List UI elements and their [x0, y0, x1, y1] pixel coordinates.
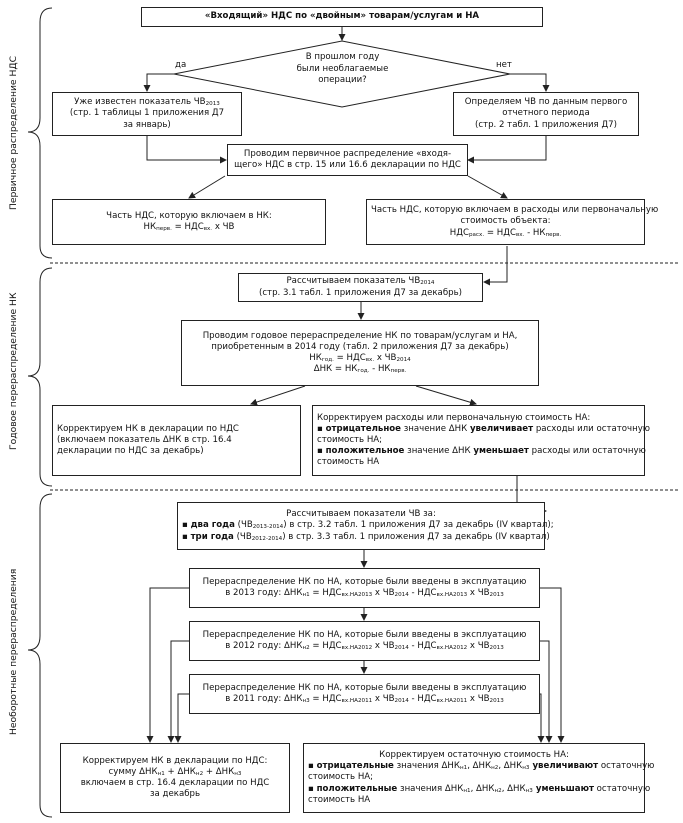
expense-part-box: Часть НДС, которую включаем в расходы ил…: [366, 199, 659, 245]
calc-cv2014-line-2: (стр. 3.1 табл. 1 приложения Д7 за декаб…: [258, 287, 462, 298]
redistribution-2013-box: Перераспределение НК по НА, которые были…: [189, 568, 540, 608]
redistribution-2011-line-1: Перераспределение НК по НА, которые были…: [202, 682, 527, 693]
define-cv-line-3: (стр. 2 табл. 1 приложения Д7): [474, 119, 617, 130]
decision-diamond: [173, 40, 511, 108]
correct-nk-annual-line-3: декларации по НДС за декабрь): [57, 446, 204, 457]
correct-expenses-bullet-2-cont: стоимость НА: [317, 457, 380, 468]
correct-residual-bullet-2-cont: стоимость НА: [308, 794, 371, 805]
correct-expenses-bullet-1: ▪ отрицательное значение ΔНК увеличивает…: [317, 423, 651, 434]
section-label-primary: Первичное распределение НДС: [8, 56, 19, 210]
correct-nk-irreversible-line-1: Корректируем НК в декларации по НДС:: [82, 755, 268, 766]
section-label-irreversible: Необоротные перераспределения: [8, 568, 19, 735]
section-bracket-primary: [27, 7, 53, 259]
known-cv-line-1: Уже известен показатель ЧВ2013: [74, 97, 220, 108]
redistribution-2012-formula: в 2012 году: ΔНКн2 = НДСвх.НА2012 х ЧВ20…: [225, 641, 504, 651]
section-label-annual: Годовое перераспределение НК: [8, 292, 19, 450]
redistribution-2012-line-1: Перераспределение НК по НА, которые были…: [202, 629, 527, 640]
input-vat-title: «Входящий» НДС по «двойным» товарам/услу…: [204, 11, 480, 22]
yes-label: да: [175, 60, 187, 70]
annual-redistribution-line-1: Проводим годовое перераспределение НК по…: [202, 330, 518, 341]
correct-residual-title: Корректируем остаточную стоимость НА:: [379, 750, 569, 761]
known-cv-line-3: за январь): [123, 119, 171, 130]
correct-nk-irreversible-line-3: включаем в стр. 16.4 декларации по НДС: [80, 778, 270, 788]
expense-part-line-2: стоимость объекта:: [460, 216, 551, 227]
redistribution-2013-formula: в 2013 году: ΔНКн1 = НДСвх.НА2013 х ЧВ20…: [225, 588, 504, 598]
calc-cv-multi-box: Рассчитываем показатели ЧВ за: ▪ два год…: [177, 502, 554, 550]
correct-residual-bullet-1: ▪ отрицательные значения ΔНКн1, ΔНКн2, Δ…: [308, 761, 655, 772]
input-vat-box: «Входящий» НДС по «двойным» товарам/услу…: [141, 7, 543, 27]
primary-distribution-line-1: Проводим первичное распределение «входя-: [243, 148, 452, 159]
expense-part-line-1: Часть НДС, которую включаем в расходы ил…: [371, 205, 659, 216]
decision-line-1: В прошлом году: [305, 52, 380, 62]
redistribution-2013-line-1: Перераспределение НК по НА, которые были…: [202, 576, 527, 587]
primary-distribution-line-2: щего» НДС в стр. 15 или 16.6 декларации …: [234, 160, 461, 170]
correct-expenses-box: Корректируем расходы или первоначальную …: [312, 405, 651, 476]
redistribution-2011-formula: в 2011 году: ΔНКн3 = НДСвх.НА2011 х ЧВ20…: [225, 694, 504, 704]
calc-cv-multi-bullet-1: ▪ два года (ЧВ2013-2014) в стр. 3.2 табл…: [182, 520, 554, 531]
correct-nk-annual-line-1: Корректируем НК в декларации по НДС: [57, 423, 239, 434]
annual-redistribution-line-2: приобретенным в 2014 году (табл. 2 прило…: [211, 341, 509, 352]
decision-line-3: операции?: [318, 75, 367, 86]
annual-formula-1: НКгод. = НДСвх. х ЧВ2014: [309, 353, 411, 363]
correct-residual-box: Корректируем остаточную стоимость НА: ▪ …: [303, 743, 655, 813]
annual-formula-2: ΔНК = НКгод. - НКперв.: [313, 364, 407, 375]
decision-line-2: были необлагаемые: [296, 63, 389, 74]
correct-nk-annual-box: Корректируем НК в декларации по НДС (вкл…: [52, 405, 301, 476]
define-cv-line-1: Определяем ЧВ по данным первого: [464, 97, 628, 108]
section-bracket-annual: [27, 267, 53, 487]
nk-part-formula: НКперв. = НДСвх. х ЧВ: [143, 222, 235, 232]
decision-question: В прошлом году были необлагаемые операци…: [255, 52, 430, 87]
section-bracket-irreversible: [27, 493, 53, 818]
nk-part-box: Часть НДС, которую включаем в НК: НКперв…: [52, 199, 326, 245]
define-cv-box: Определяем ЧВ по данным первого отчетног…: [453, 92, 639, 136]
annual-redistribution-box: Проводим годовое перераспределение НК по…: [181, 320, 539, 386]
correct-expenses-bullet-1-cont: стоимость НА;: [317, 434, 383, 445]
correct-expenses-title: Корректируем расходы или первоначальную …: [317, 412, 591, 423]
primary-distribution-box: Проводим первичное распределение «входя-…: [227, 144, 468, 176]
calc-cv-multi-title: Рассчитываем показатели ЧВ за:: [286, 509, 436, 520]
define-cv-line-2: отчетного периода: [502, 108, 590, 119]
correct-nk-annual-line-2: (включаем показатель ΔНК в стр. 16.4: [57, 434, 232, 445]
known-cv-line-2: (стр. 1 таблицы 1 приложения Д7: [69, 108, 225, 119]
expense-part-formula: НДСрасх. = НДСвх. - НКперв.: [449, 227, 562, 238]
redistribution-2012-box: Перераспределение НК по НА, которые были…: [189, 621, 540, 661]
calc-cv2014-line-1: Рассчитываем показатель ЧВ2014: [286, 276, 435, 287]
no-label: нет: [496, 60, 512, 70]
redistribution-2011-box: Перераспределение НК по НА, которые были…: [189, 674, 540, 714]
correct-residual-bullet-2: ▪ положительные значения ΔНКн1, ΔНКн2, Δ…: [308, 783, 651, 794]
correct-nk-irreversible-line-4: за декабрь: [149, 789, 201, 800]
calc-cv-multi-bullet-2: ▪ три года (ЧВ2012-2014) в стр. 3.3 табл…: [182, 531, 550, 542]
known-cv-box: Уже известен показатель ЧВ2013 (стр. 1 т…: [52, 92, 242, 136]
correct-nk-irreversible-line-2: сумму ΔНКн1 + ΔНКн2 + ΔНКн3: [108, 766, 242, 777]
correct-expenses-bullet-2: ▪ положительное значение ΔНК уменьшает р…: [317, 446, 646, 457]
correct-nk-irreversible-box: Корректируем НК в декларации по НДС: сум…: [60, 743, 290, 813]
calc-cv2014-box: Рассчитываем показатель ЧВ2014 (стр. 3.1…: [238, 273, 483, 302]
nk-part-line-1: Часть НДС, которую включаем в НК:: [106, 210, 272, 221]
correct-residual-bullet-1-cont: стоимость НА;: [308, 772, 374, 783]
